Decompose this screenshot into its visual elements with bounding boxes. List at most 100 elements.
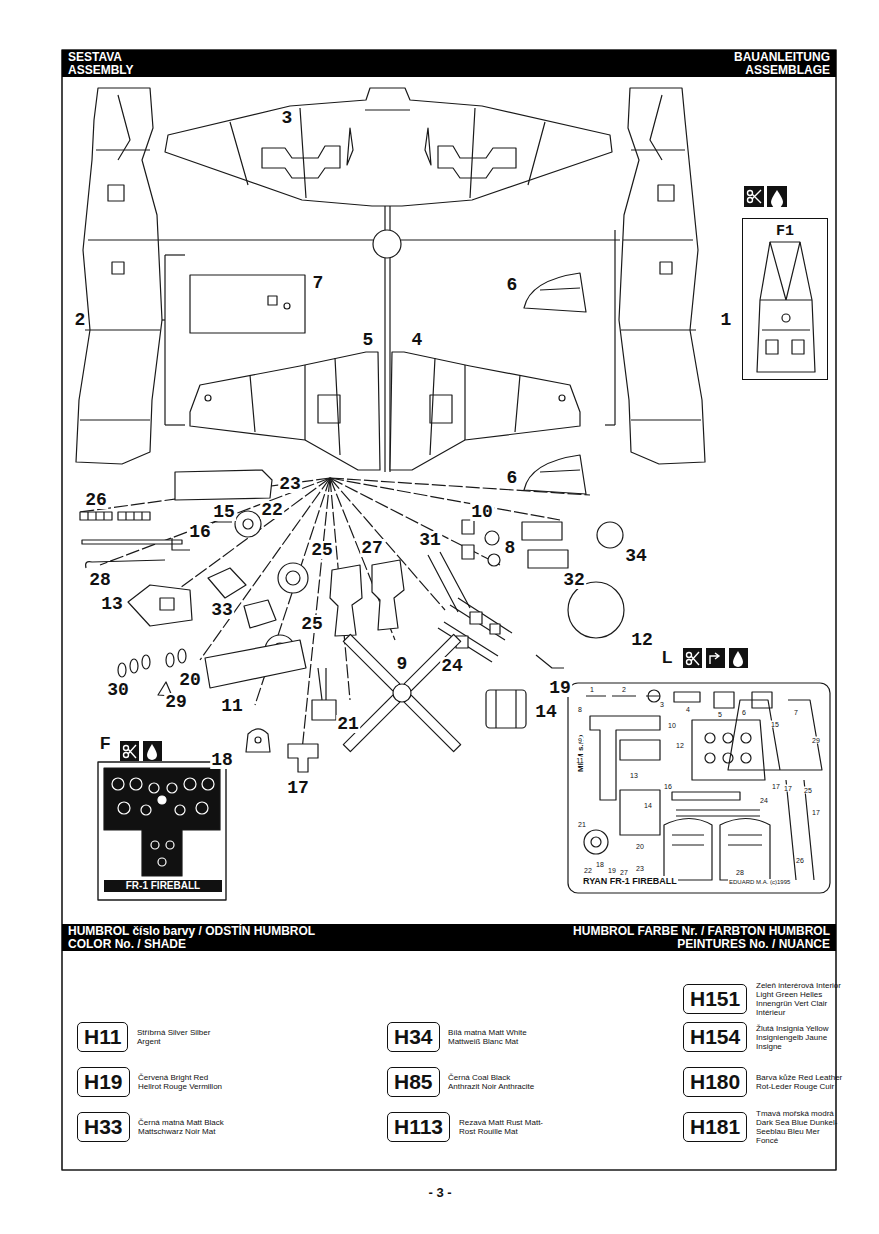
etch-number: 14 — [643, 802, 653, 809]
etch-number: 1 — [589, 686, 595, 693]
color-code: H151 — [683, 984, 747, 1014]
etch-number: 26 — [795, 857, 805, 864]
etch-number: 16 — [663, 783, 673, 790]
etch-number: 15 — [770, 721, 780, 728]
etch-number: 17 — [783, 785, 793, 792]
color-name: Tmavá mořská modrá Dark Sea Blue Dunkel-… — [756, 1109, 844, 1145]
part-number: 30 — [106, 681, 130, 699]
etch-number: 13 — [629, 772, 639, 779]
part-number: 13 — [100, 595, 124, 613]
color-name: Černá Coal Black Anthrazit Noir Anthraci… — [448, 1073, 536, 1091]
node-text: L — [662, 648, 672, 668]
etch-number: 25 — [803, 787, 813, 794]
decal-box: F1 — [742, 218, 828, 380]
part-number: 6 — [506, 276, 519, 294]
etch-number: 8 — [577, 706, 583, 713]
part-number: 24 — [440, 657, 464, 675]
etch-number: 28 — [735, 869, 745, 876]
page-number: - 3 - — [427, 1186, 452, 1199]
color-chip: H181 Tmavá mořská modrá Dark Sea Blue Dun… — [683, 1112, 848, 1142]
color-code: H85 — [387, 1067, 440, 1097]
color-code: H180 — [683, 1067, 747, 1097]
part-number: 14 — [534, 703, 558, 721]
color-code: H19 — [77, 1067, 130, 1097]
color-code: H34 — [387, 1022, 440, 1052]
etch-number: 6 — [741, 709, 747, 716]
part-number: 21 — [336, 715, 360, 733]
part-number: 3 — [281, 109, 294, 127]
part-number: 26 — [84, 491, 108, 509]
part-number: 11 — [220, 697, 244, 715]
part-number: 23 — [278, 475, 302, 493]
etch-number: 20 — [635, 843, 645, 850]
color-code: H154 — [683, 1022, 747, 1052]
part-number: 25 — [300, 615, 324, 633]
part-number: 34 — [624, 547, 648, 565]
part-number: 22 — [260, 501, 284, 519]
part-number: 16 — [188, 523, 212, 541]
part-number: 32 — [562, 571, 586, 589]
color-code: H11 — [77, 1022, 128, 1052]
color-chip: H180 Barva kůže Red Leather Rot-Leder Rou… — [683, 1067, 848, 1097]
color-name: Bílá matná Matt White Mattweiß Blanc Mat — [448, 1028, 536, 1046]
color-name: Rezavá Matt Rust Matt-Rost Rouille Mat — [459, 1118, 547, 1136]
etch-number: 17 — [771, 783, 781, 790]
part-number: 8 — [504, 539, 517, 557]
part-number: 7 — [312, 274, 325, 292]
color-chip: H113Rezavá Matt Rust Matt-Rost Rouille M… — [387, 1112, 551, 1142]
part-number: 9 — [396, 655, 409, 673]
part-number: 10 — [470, 503, 494, 521]
part-number: 18 — [210, 751, 234, 769]
color-name: Červená Bright Red Hellrot Rouge Vermill… — [138, 1073, 226, 1091]
part-number: 20 — [178, 671, 202, 689]
etch-number: 27 — [619, 869, 629, 876]
color-name: Zeleň interérová Interior Light Green He… — [756, 981, 844, 1017]
etch-number: 11 — [575, 757, 584, 764]
color-chip: H11Stříbrná Silver Silber Argent — [77, 1022, 229, 1052]
part-number: 28 — [88, 571, 112, 589]
part-number: 4 — [411, 331, 424, 349]
part-number: 25 — [310, 541, 334, 559]
part-number: 15 — [212, 503, 236, 521]
part-number: 31 — [418, 531, 442, 549]
part-number: 17 — [286, 779, 310, 797]
node-text: FR-1 FIREBALL — [104, 880, 222, 892]
node-text: RYAN FR-1 FIREBALL — [582, 876, 678, 886]
etch-number: 9 — [577, 737, 583, 744]
etch-number: 17 — [811, 809, 821, 816]
color-chip: H85 Černá Coal Black Anthrazit Noir Anthr… — [387, 1067, 540, 1097]
node-text: F — [100, 734, 110, 754]
etch-number: 7 — [793, 709, 799, 716]
photoetch-fret: LMPM s.r.oRYAN FR-1 FIREBALLEDUARD M.A. … — [568, 646, 830, 894]
etch-number: 12 — [675, 742, 685, 749]
part-number: 27 — [360, 539, 384, 557]
color-name: Barva kůže Red Leather Rot-Leder Rouge C… — [756, 1073, 844, 1091]
node-text: SESTAVA ASSEMBLY — [68, 51, 178, 76]
node-text: F1 — [743, 223, 827, 240]
color-name: Žlutá Insignia Yellow Insigniengelb Jaun… — [756, 1024, 844, 1051]
part-number: 6 — [506, 469, 519, 487]
part-number: 5 — [362, 331, 375, 349]
color-code: H33 — [77, 1112, 130, 1142]
etch-number: 5 — [717, 711, 723, 718]
color-chip: H33 Černá matná Matt Black Mattschwarz No… — [77, 1112, 230, 1142]
node-text: HUMBROL FARBE Nr. / FARBTON HUMBROL PEIN… — [552, 925, 830, 950]
part-number: 2 — [74, 311, 87, 329]
etch-number: 24 — [759, 797, 769, 804]
etch-number: 23 — [635, 865, 645, 872]
color-chip: H151 Zeleň interérová Interior Light Gree… — [683, 984, 848, 1014]
color-name: Černá matná Matt Black Mattschwarz Noir … — [138, 1118, 226, 1136]
header-band: SESTAVA ASSEMBLYBAUANLEITUNG ASSEMBLAGE — [62, 50, 836, 77]
etch-number: 18 — [595, 861, 605, 868]
color-chip: H34 Bílá matná Matt White Mattweiß Blanc … — [387, 1022, 540, 1052]
part-number: 29 — [164, 693, 188, 711]
etch-number: 3 — [659, 701, 665, 708]
etch-number: 22 — [583, 867, 593, 874]
etch-number: 2 — [621, 686, 627, 693]
decal-box: F FR-1 FIREBALL — [96, 734, 228, 902]
color-code: H181 — [683, 1112, 747, 1142]
part-number: 12 — [630, 631, 654, 649]
part-number: 19 — [548, 679, 572, 697]
etch-number: 21 — [577, 821, 587, 828]
node-text: EDUARD M.A. (c)1995 — [728, 879, 791, 886]
